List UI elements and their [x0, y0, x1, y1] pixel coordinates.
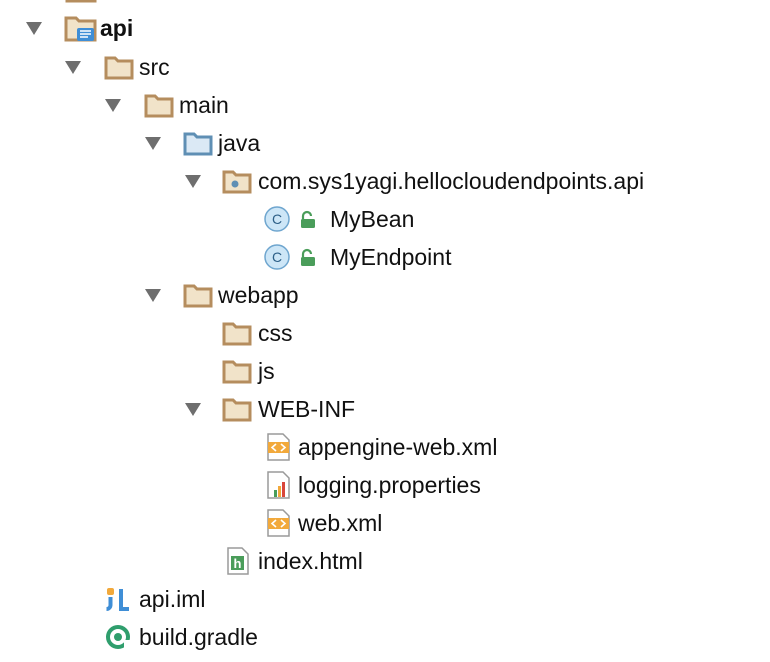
tree-item-label: build.gradle — [139, 624, 258, 650]
tree-item-label: java — [218, 130, 261, 156]
tree-item-label: src — [139, 54, 170, 80]
tree-item-main[interactable]: main — [0, 86, 770, 124]
folder-icon — [183, 283, 213, 309]
tree-item-label: api — [100, 15, 134, 41]
source-folder-icon — [183, 131, 213, 157]
tree-item-label: MyEndpoint — [330, 244, 452, 270]
chevron-down-icon[interactable] — [65, 61, 81, 74]
folder-icon — [104, 55, 134, 81]
module-folder-icon — [64, 14, 98, 44]
tree-item-label: WEB-INF — [258, 396, 356, 422]
tree-item-label: appengine-web.xml — [298, 434, 498, 460]
folder-icon — [144, 93, 174, 119]
lock-icon — [298, 210, 318, 230]
chevron-down-icon[interactable] — [145, 137, 161, 150]
tree-item-label: js — [258, 358, 275, 384]
tree-item-label: index.html — [258, 548, 363, 574]
svg-text:h: h — [234, 556, 242, 571]
tree-item-appengine-web-xml[interactable]: appengine-web.xml — [0, 428, 770, 466]
tree-item-label: webapp — [218, 282, 299, 308]
lock-icon — [298, 248, 318, 268]
tree-item-label: api.iml — [139, 586, 206, 612]
tree-item-logging-properties[interactable]: logging.properties — [0, 466, 770, 504]
tree-item-java[interactable]: java — [0, 124, 770, 162]
tree-item-api[interactable]: api — [0, 9, 770, 47]
package-icon — [222, 169, 252, 195]
tree-item-src[interactable]: src — [0, 48, 770, 86]
tree-item-webapp[interactable]: webapp — [0, 276, 770, 314]
tree-item-label: main — [179, 92, 229, 118]
chevron-down-icon[interactable] — [26, 22, 42, 35]
iml-file-icon — [104, 585, 132, 613]
properties-file-icon — [265, 470, 291, 500]
folder-icon — [65, 0, 97, 4]
tree-item-myendpoint[interactable]: C MyEndpoint — [0, 238, 770, 276]
gradle-icon — [104, 623, 132, 651]
folder-icon — [222, 359, 252, 385]
chevron-down-icon[interactable] — [185, 403, 201, 416]
xml-file-icon — [265, 432, 291, 462]
tree-item-label: css — [258, 320, 293, 346]
class-icon: C — [263, 205, 291, 233]
folder-icon — [222, 397, 252, 423]
chevron-down-icon[interactable] — [185, 175, 201, 188]
tree-item-label: com.sys1yagi.hellocloudendpoints.api — [258, 168, 645, 194]
chevron-down-icon[interactable] — [105, 99, 121, 112]
tree-item-web-xml[interactable]: web.xml — [0, 504, 770, 542]
tree-item-web-inf[interactable]: WEB-INF — [0, 390, 770, 428]
tree-item-build-gradle[interactable]: build.gradle — [0, 618, 770, 656]
tree-item-label: MyBean — [330, 206, 415, 232]
xml-file-icon — [265, 508, 291, 538]
html-file-icon: h — [226, 546, 250, 576]
tree-item-api-iml[interactable]: api.iml — [0, 580, 770, 618]
tree-item-index-html[interactable]: h index.html — [0, 542, 770, 580]
svg-text:C: C — [272, 211, 282, 227]
tree-item-mybean[interactable]: C MyBean — [0, 200, 770, 238]
tree-item-js[interactable]: js — [0, 352, 770, 390]
svg-text:C: C — [272, 249, 282, 265]
chevron-down-icon[interactable] — [145, 289, 161, 302]
tree-item-label: logging.properties — [298, 472, 481, 498]
folder-icon — [222, 321, 252, 347]
tree-item-label: web.xml — [298, 510, 383, 536]
class-icon: C — [263, 243, 291, 271]
tree-item-css[interactable]: css — [0, 314, 770, 352]
tree-item-package[interactable]: com.sys1yagi.hellocloudendpoints.api — [0, 162, 770, 200]
